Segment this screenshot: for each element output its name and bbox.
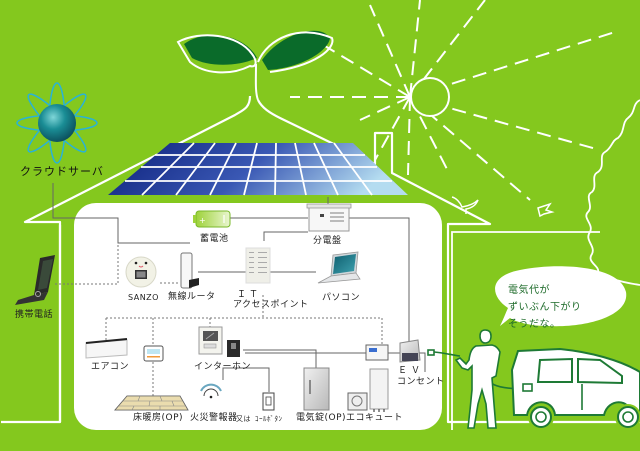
speech-bubble-line: ずいぶん下がり bbox=[508, 302, 582, 313]
solid-wires bbox=[52, 183, 426, 392]
call-button-label: ｺｰﾙﾎﾞﾀﾝ bbox=[255, 415, 283, 423]
house-outline bbox=[1, 95, 640, 424]
storage-battery-icon: + bbox=[193, 210, 231, 228]
floor-heating-label: 床暖房(OP) bbox=[133, 413, 184, 423]
air-conditioner-label: エアコン bbox=[91, 362, 130, 372]
sprout-icon bbox=[176, 30, 334, 101]
wireless-router-icon bbox=[180, 252, 199, 289]
floor-heating-icon bbox=[114, 395, 189, 411]
mobile-phone-label: 携帯電話 bbox=[15, 310, 54, 320]
floor-heating-controller-icon bbox=[143, 345, 164, 362]
speech-bubble-line: 電気代が bbox=[508, 285, 550, 296]
tree-outline bbox=[585, 99, 640, 286]
svg-text:+: + bbox=[199, 216, 206, 225]
electric-lock-icon bbox=[303, 367, 330, 411]
ecocute-icon bbox=[347, 344, 389, 412]
it-access-point-label-line2: アクセスポイント bbox=[233, 300, 309, 310]
car-icon bbox=[510, 347, 640, 430]
air-conditioner-icon bbox=[85, 338, 128, 359]
fire-alarm-icon bbox=[200, 383, 222, 399]
wireless-router-label: 無線ルータ bbox=[168, 292, 216, 302]
intercom-label: インターホン bbox=[194, 362, 252, 372]
fire-alarm-label: 火災警報器 bbox=[190, 413, 238, 423]
or-label: 又は bbox=[236, 415, 251, 423]
sanzo-label: SANZO bbox=[128, 293, 159, 302]
distribution-board-icon bbox=[306, 203, 352, 232]
pc-label: パソコン bbox=[322, 293, 361, 303]
speech-bubble bbox=[495, 266, 627, 327]
pc-icon bbox=[317, 251, 361, 284]
storage-battery-label: 蓄電池 bbox=[200, 234, 229, 244]
ev-outlet-label-line1: ＥＶ bbox=[398, 366, 425, 376]
garage-outline bbox=[451, 231, 600, 430]
solar-panel bbox=[108, 142, 408, 196]
cloud-server-icon bbox=[16, 82, 98, 164]
sun bbox=[410, 77, 450, 117]
speech-bubble-text: 電気代が ずいぶん下がり そうだな。 bbox=[508, 282, 582, 333]
ev-outlet-icon bbox=[399, 339, 421, 363]
cloud-server-label: クラウドサーバ bbox=[20, 165, 104, 178]
ev-outlet-label-line2: コンセント bbox=[397, 377, 445, 387]
call-button-icon bbox=[262, 392, 275, 411]
it-access-point-icon bbox=[245, 247, 271, 284]
speech-bubble-line: そうだな。 bbox=[508, 319, 561, 330]
ecocute-label: エコキュート bbox=[346, 413, 404, 423]
person-icon bbox=[454, 329, 501, 429]
mobile-phone-icon bbox=[15, 255, 55, 305]
sanzo-icon bbox=[125, 256, 157, 288]
intercom-icon bbox=[198, 326, 240, 357]
electric-lock-label: 電気錠(OP) bbox=[296, 413, 347, 423]
bird-icon bbox=[451, 196, 555, 218]
distribution-board-label: 分電盤 bbox=[313, 236, 342, 246]
it-access-point-label-line1: ＩＴ bbox=[237, 290, 262, 300]
